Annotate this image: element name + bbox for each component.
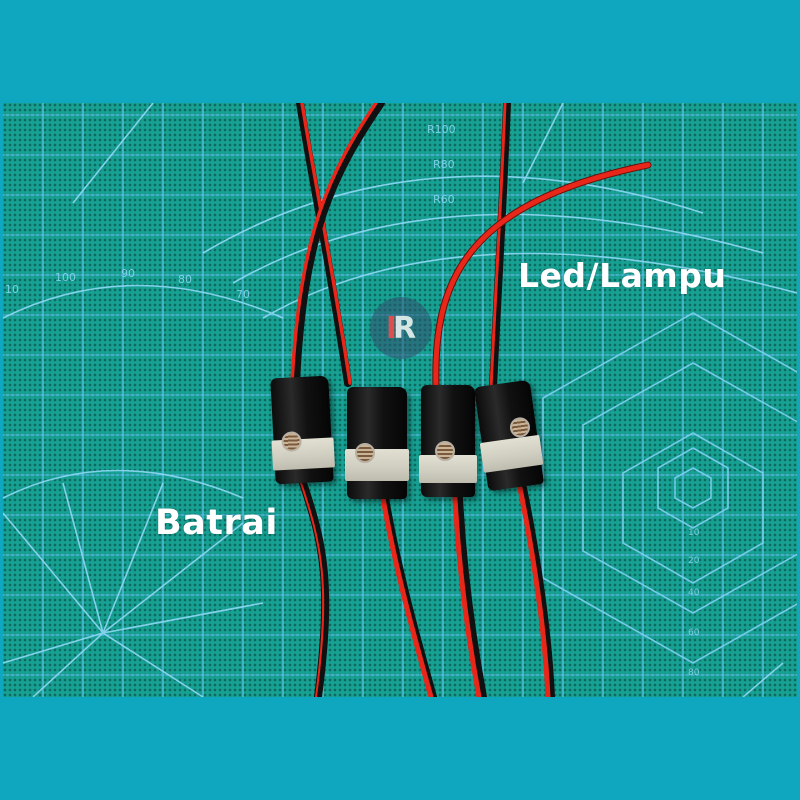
wire-black [296,103,352,387]
watermark-letter-i: I [385,310,398,346]
radius-label: R80 [433,158,455,171]
product-photo: 10 100 90 80 70 R100 R80 R60 10 20 40 60… [3,103,797,697]
led-lamp-label: Led/Lampu [518,256,727,295]
tick-label: 90 [121,267,135,280]
wire-red [380,495,434,697]
wires [290,103,652,697]
wire-black [455,494,487,697]
ldr-sensor-icon [355,443,375,463]
hex-label: 40 [688,588,700,598]
wire-red [300,482,325,697]
wire-black [519,484,555,697]
hex-label: 80 [688,668,700,678]
sensor-module-2 [345,387,409,499]
wire-black [299,479,330,697]
wire-black [489,103,511,392]
sensor-module-1 [270,375,335,485]
tick-label: 80 [178,273,192,286]
radius-label: R60 [433,193,455,206]
radius-label: R100 [427,123,456,136]
ldr-sensor-icon [435,441,455,461]
wire-black [381,494,437,697]
mat-numbers: 10 100 90 80 70 R100 R80 R60 10 20 40 60… [5,123,700,678]
watermark-letter-r: R [393,310,417,346]
mat-hexagons [542,312,797,664]
wire-red [517,485,551,697]
hex-label: 60 [688,628,700,638]
tick-label: 10 [5,283,19,296]
hex-label: 20 [688,556,700,566]
wire-black [292,103,385,387]
tick-label: 70 [236,288,250,301]
wire-red [452,495,482,697]
wire-red [489,103,507,390]
masking-tape [479,434,544,473]
hex-label: 10 [688,528,700,538]
tick-label: 100 [55,271,76,284]
wire-red [290,103,378,385]
battery-label: Batrai [155,503,278,543]
sensor-module-3 [419,385,477,497]
wire-red [433,162,651,391]
